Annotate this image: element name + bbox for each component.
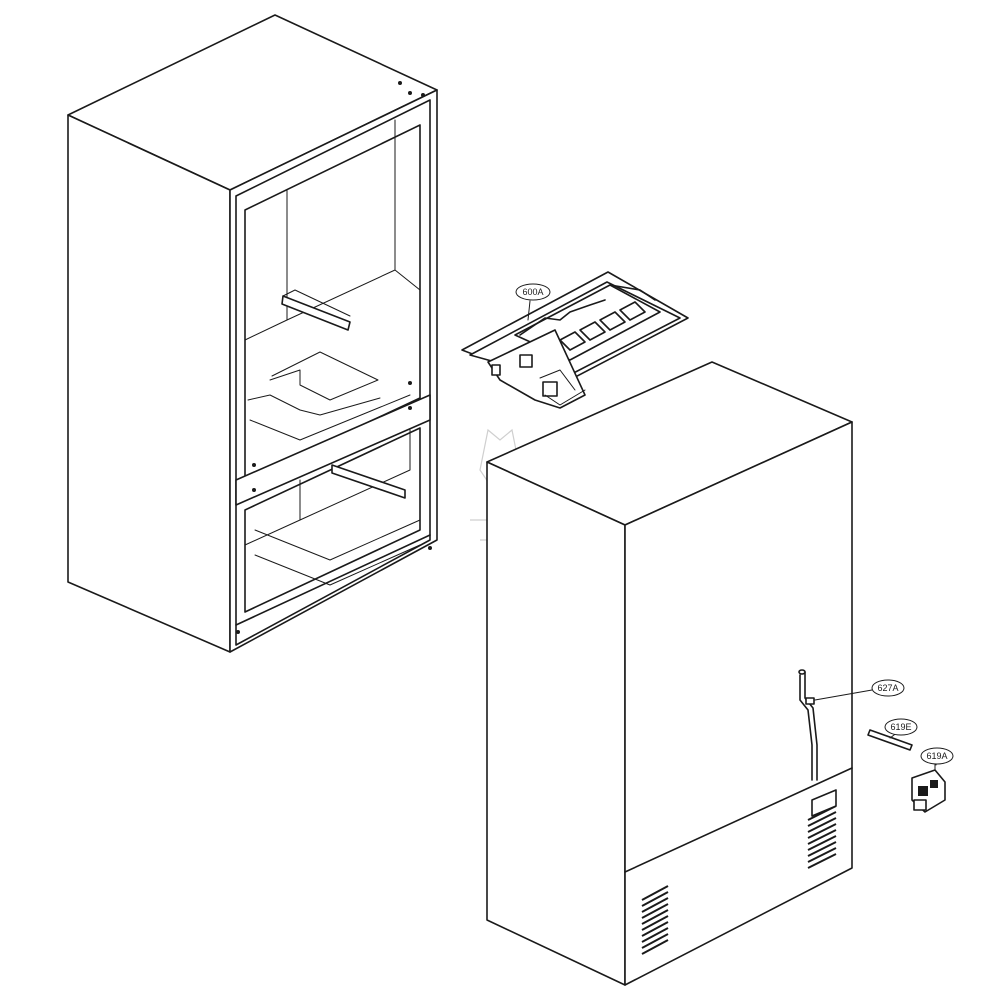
water-line-tube <box>798 669 873 781</box>
callout-600a-text: 600A <box>522 287 543 297</box>
rear-vent-grille <box>807 805 837 869</box>
callout-619a: 619A <box>920 747 954 765</box>
callout-619a-text: 619A <box>926 751 947 761</box>
refrigerator-cabinet <box>67 14 438 653</box>
water-valve <box>911 759 946 813</box>
ice-maker-assembly <box>461 271 689 409</box>
callout-600a: 600A <box>515 283 551 301</box>
callout-627a-text: 627A <box>877 683 898 693</box>
callout-627a: 627A <box>871 679 905 697</box>
left-vent-grille <box>641 885 669 955</box>
callout-619e: 619E <box>884 718 918 736</box>
refrigerator-rear-cabinet <box>486 361 853 986</box>
callout-619e-text: 619E <box>890 722 911 732</box>
